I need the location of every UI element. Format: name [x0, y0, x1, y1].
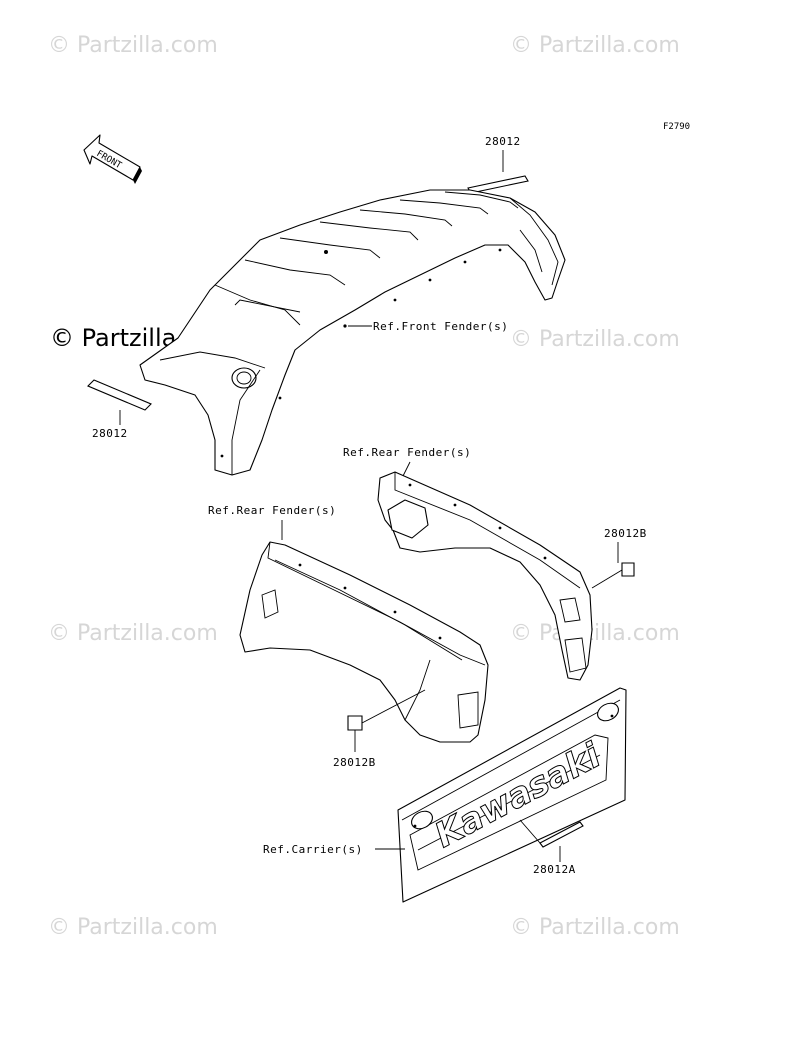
left-decal-shape — [87, 379, 152, 411]
watermark-top-left: © Partzilla.com — [48, 33, 218, 58]
rear-fender-right — [377, 471, 593, 681]
watermark-top-right: © Partzilla.com — [510, 33, 680, 58]
watermark-mid-right: © Partzilla.com — [510, 621, 680, 646]
watermark-bottom-left: © Partzilla.com — [48, 915, 218, 940]
front-fender — [139, 189, 566, 476]
label-top-decal: 28012 — [485, 135, 521, 148]
watermark-bottom-right: © Partzilla.com — [510, 915, 680, 940]
left-rear-decal-shape — [347, 715, 363, 731]
top-decal-shape — [467, 175, 529, 194]
label-left-rear-decal: 28012B — [333, 756, 376, 769]
watermark-mid-left: © Partzilla.com — [48, 621, 218, 646]
watermark-center-right: © Partzilla.com — [510, 327, 680, 352]
figure-code: F2790 — [663, 122, 690, 132]
label-carrier-ref: Ref.Carrier(s) — [263, 843, 363, 856]
carrier-decal-shape — [539, 821, 584, 848]
rear-fender-left — [239, 541, 489, 743]
label-right-decal: 28012B — [604, 527, 647, 540]
label-carrier-decal: 28012A — [533, 863, 576, 876]
label-front-fender-ref: Ref.Front Fender(s) — [373, 320, 508, 333]
right-decal-shape — [621, 562, 635, 577]
label-left-decal: 28012 — [92, 427, 128, 440]
label-rear-fender-ref-right: Ref.Rear Fender(s) — [343, 446, 471, 459]
front-arrow-icon: FRONT — [83, 134, 142, 184]
label-rear-fender-ref-left: Ref.Rear Fender(s) — [208, 504, 336, 517]
